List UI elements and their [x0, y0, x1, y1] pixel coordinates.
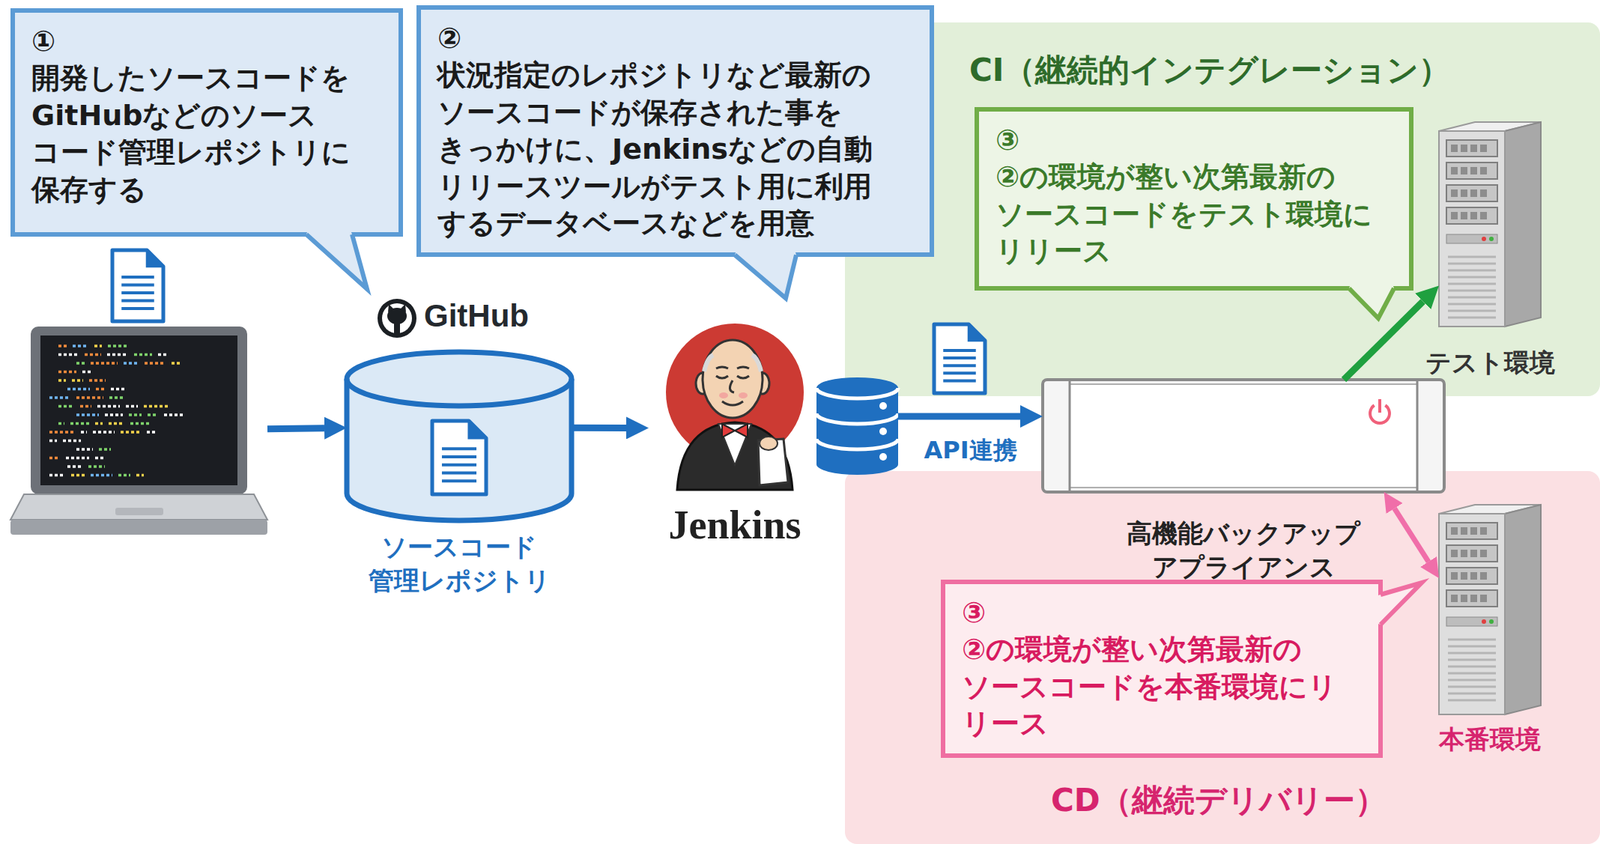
- callout-text: 開発したソースコードを GitHubなどのソース コード管理レポジトリに 保存す…: [31, 59, 383, 209]
- callout-tail-outline: [734, 254, 797, 299]
- database-illustration: [816, 377, 899, 475]
- database-icon: [816, 377, 899, 475]
- connector-arrow: [1394, 508, 1429, 562]
- appliance-box-shape: [1042, 379, 1445, 493]
- connector-arrow: [571, 424, 627, 432]
- server-tower: テスト環境: [1438, 122, 1541, 327]
- laptop-icon: [10, 326, 268, 536]
- edge-label: API連携: [923, 434, 1017, 468]
- laptop-illustration: [10, 326, 268, 535]
- callout-tail-outline: [306, 234, 368, 290]
- server-tower: 本番環境: [1438, 504, 1541, 715]
- repository-cylinder: ソースコード 管理レポジトリ: [346, 352, 572, 521]
- server-tower-shape: [1438, 504, 1541, 715]
- connector-arrow: [898, 413, 1021, 421]
- appliance-label: 高機能バックアップ アプライアンス: [1108, 516, 1379, 585]
- jenkins-label: Jenkins: [668, 498, 801, 553]
- region-title: CD（継続デリバリー）: [1050, 779, 1387, 821]
- region-title: CI（継続的インテグレーション）: [969, 49, 1451, 91]
- callout-tail: [1376, 582, 1422, 625]
- callout-number: ②: [437, 20, 914, 57]
- appliance-box: 高機能バックアップ アプライアンス: [1042, 379, 1445, 493]
- callout-box: ③②の環境が整い次第最新の ソースコードを本番環境にリ リース: [940, 579, 1383, 759]
- callout-number: ①: [31, 23, 383, 60]
- jenkins-icon: Jenkins: [648, 311, 821, 555]
- document-icon: [432, 420, 487, 495]
- callout-text: 状況指定のレポジトリなど最新の ソースコードが保存された事を きっかけに、Jen…: [437, 56, 914, 242]
- connector-arrow: [267, 428, 325, 430]
- appliance-illustration: [1042, 379, 1445, 493]
- server-illustration: [1438, 122, 1541, 327]
- callout-text: ②の環境が整い次第最新の ソースコードを本番環境にリ リース: [961, 631, 1362, 743]
- callout-text: ②の環境が整い次第最新の ソースコードをテスト環境に リリース: [995, 158, 1393, 270]
- repository-cylinder-shape: [346, 352, 572, 521]
- callout-tail-outline: [1380, 582, 1422, 625]
- callout-number: ③: [995, 122, 1393, 159]
- repository-label: ソースコード 管理レポジトリ: [335, 530, 583, 598]
- brand-label: GitHub: [423, 298, 529, 335]
- document-icon: [112, 250, 164, 322]
- callout-box: ③②の環境が整い次第最新の ソースコードをテスト環境に リリース: [974, 107, 1414, 291]
- callout-tail: [306, 229, 368, 290]
- callout-tail: [734, 250, 797, 299]
- callout-tail-outline: [1349, 288, 1395, 319]
- server-label: テスト環境: [1425, 346, 1556, 380]
- server-label: 本番環境: [1438, 722, 1541, 757]
- callout-box: ②状況指定のレポジトリなど最新の ソースコードが保存された事を きっかけに、Je…: [416, 5, 935, 257]
- server-tower-shape: [1438, 122, 1541, 327]
- callout-box: ①開発したソースコードを GitHubなどのソース コード管理レポジトリに 保存…: [10, 8, 403, 237]
- jenkins-illustration: [665, 323, 804, 490]
- callout-number: ③: [961, 594, 1362, 632]
- callout-tail: [1349, 283, 1395, 319]
- repository-illustration: [346, 352, 572, 521]
- server-illustration: [1438, 504, 1541, 715]
- connector-arrow: [1343, 301, 1424, 380]
- document-icon: [934, 324, 986, 394]
- laptop-icon-shape: [10, 326, 268, 536]
- github-logo: [377, 298, 417, 338]
- database-icon-shape: [816, 377, 899, 475]
